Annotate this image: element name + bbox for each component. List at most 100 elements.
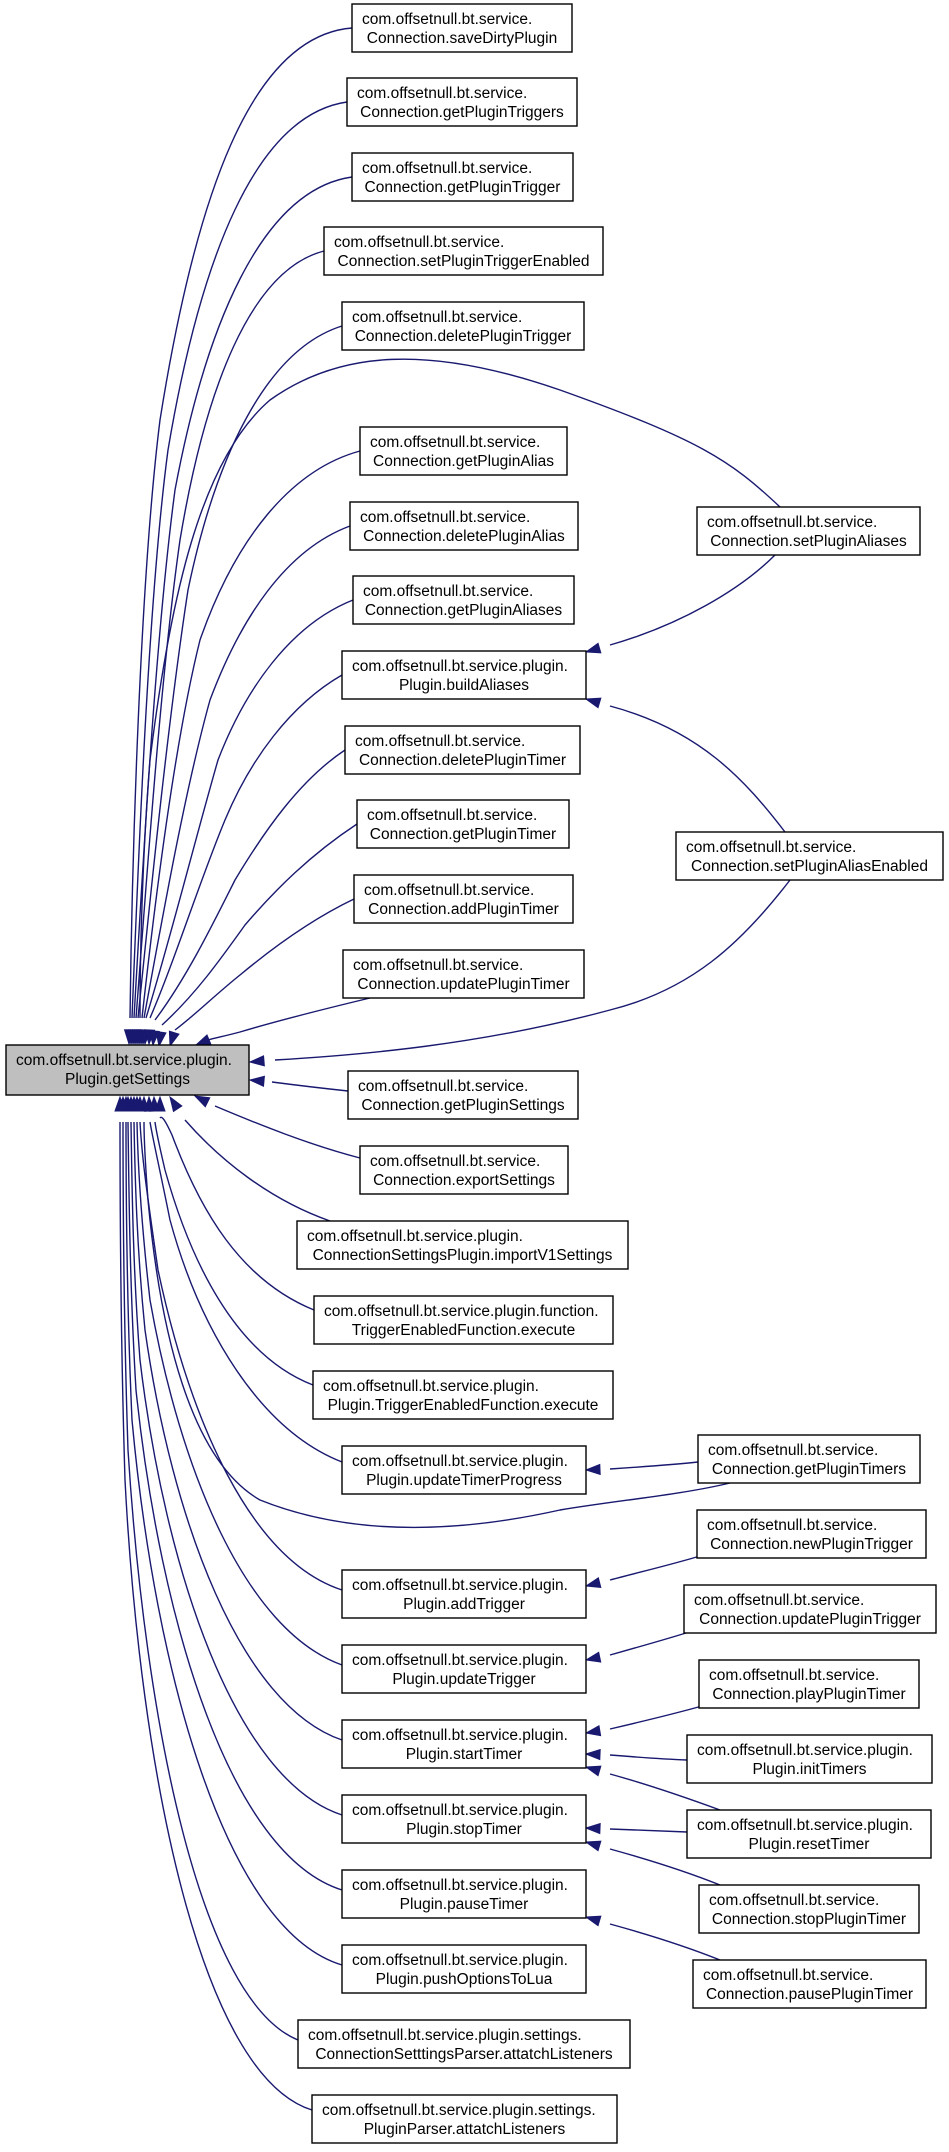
node-box: [686, 1734, 933, 1784]
node-addTrigger[interactable]: com.offsetnull.bt.service.plugin.Plugin.…: [341, 1569, 587, 1619]
node-pausePluginTimer[interactable]: com.offsetnull.bt.service.Connection.pau…: [692, 1959, 927, 2009]
arrowhead: [584, 642, 602, 654]
edge-line: [609, 1923, 721, 1961]
node-buildAliases[interactable]: com.offsetnull.bt.service.plugin.Plugin.…: [341, 650, 587, 700]
node-settingsParserAttatchListeners[interactable]: com.offsetnull.bt.service.plugin.setting…: [297, 2019, 631, 2069]
node-box: [341, 1869, 587, 1919]
node-getPluginAlias[interactable]: com.offsetnull.bt.service.Connection.get…: [359, 426, 568, 476]
node-updateTimerProgress[interactable]: com.offsetnull.bt.service.plugin.Plugin.…: [341, 1445, 587, 1495]
node-resetTimer[interactable]: com.offsetnull.bt.service.plugin.Plugin.…: [686, 1809, 932, 1859]
node-setPluginTriggerEnabled[interactable]: com.offsetnull.bt.service.Connection.set…: [323, 226, 604, 276]
node-getPluginTimers[interactable]: com.offsetnull.bt.service.Connection.get…: [697, 1434, 921, 1484]
node-package-label: com.offsetnull.bt.service.plugin.setting…: [308, 2027, 582, 2044]
node-getPluginTimer[interactable]: com.offsetnull.bt.service.Connection.get…: [356, 799, 570, 849]
node-box: [341, 1794, 587, 1844]
node-deletePluginTimer[interactable]: com.offsetnull.bt.service.Connection.del…: [344, 725, 581, 775]
edge-line: [135, 250, 325, 1019]
node-exportSettings[interactable]: com.offsetnull.bt.service.Connection.exp…: [359, 1145, 569, 1195]
edge-getPluginAliases-to-getSettings: [139, 599, 354, 1046]
node-package-label: com.offsetnull.bt.service.: [370, 434, 540, 451]
node-getPluginTriggers[interactable]: com.offsetnull.bt.service.Connection.get…: [346, 77, 578, 127]
edge-line: [609, 705, 786, 833]
edge-updateTrigger-to-getSettings: [131, 1095, 343, 1666]
edge-line: [207, 997, 371, 1041]
edge-line: [159, 1116, 315, 1311]
node-method-label: Connection.getPluginSettings: [361, 1097, 565, 1114]
node-package-label: com.offsetnull.bt.service.: [363, 583, 533, 600]
node-box: [341, 301, 585, 351]
node-package-label: com.offsetnull.bt.service.: [709, 1667, 879, 1684]
node-initTimers[interactable]: com.offsetnull.bt.service.plugin.Plugin.…: [686, 1734, 933, 1784]
node-box: [696, 506, 921, 556]
node-box: [344, 725, 581, 775]
node-method-label: Plugin.startTimer: [406, 1746, 523, 1763]
node-package-label: com.offsetnull.bt.service.plugin.: [16, 1052, 232, 1069]
node-setPluginAliases[interactable]: com.offsetnull.bt.service.Connection.set…: [696, 506, 921, 556]
node-deletePluginTrigger[interactable]: com.offsetnull.bt.service.Connection.del…: [341, 301, 585, 351]
arrowhead: [193, 1095, 211, 1108]
node-box: [349, 501, 579, 551]
arrowhead: [169, 1095, 183, 1113]
edge-line: [125, 1121, 343, 1966]
edge-line: [609, 1754, 688, 1761]
node-package-label: com.offsetnull.bt.service.: [694, 1592, 864, 1609]
node-updateTrigger[interactable]: com.offsetnull.bt.service.plugin.Plugin.…: [341, 1644, 587, 1694]
node-box: [698, 1884, 920, 1934]
node-box: [341, 1644, 587, 1694]
edge-setPluginTriggerEnabled-to-getSettings: [129, 250, 325, 1046]
edge-exportSettings-to-getSettings: [193, 1095, 361, 1159]
node-method-label: Connection.newPluginTrigger: [710, 1536, 913, 1553]
node-package-label: com.offsetnull.bt.service.plugin.: [307, 1228, 523, 1245]
node-newPluginTrigger[interactable]: com.offsetnull.bt.service.Connection.new…: [696, 1509, 927, 1559]
node-getPluginSettings[interactable]: com.offsetnull.bt.service. Connection.get…: [347, 1070, 579, 1120]
node-box: [341, 1944, 587, 1994]
node-box: [341, 1445, 587, 1495]
node-pluginTriggerEnabledFunctionExecute[interactable]: com.offsetnull.bt.service.plugin.Plugin.…: [312, 1370, 614, 1420]
node-stopTimer[interactable]: com.offsetnull.bt.service.plugin.Plugin.…: [341, 1794, 587, 1844]
node-box: [296, 1220, 629, 1270]
edge-updatePluginTimer-to-getSettings: [194, 997, 371, 1046]
node-package-label: com.offsetnull.bt.service.: [358, 1078, 528, 1095]
edge-newPluginTrigger-to-addTrigger: [584, 1555, 701, 1589]
edge-line: [141, 450, 361, 1019]
nodes-layer: com.offsetnull.bt.service.plugin. Plugin.…: [5, 3, 944, 2144]
root-node[interactable]: com.offsetnull.bt.service.plugin.Plugin.…: [5, 1044, 250, 1096]
node-method-label: Connection.getPluginTriggers: [360, 104, 564, 121]
node-stopPluginTimer[interactable]: com.offsetnull.bt.service.Connection.sto…: [698, 1884, 920, 1934]
edge-importV1Settings-to-getSettings: [169, 1095, 331, 1222]
node-box: [356, 799, 570, 849]
node-playPluginTimer[interactable]: com.offsetnull.bt.service. Connection.pla…: [698, 1659, 920, 1709]
arrowhead: [584, 1915, 602, 1927]
edge-line: [161, 823, 358, 1026]
node-updatePluginTrigger[interactable]: com.offsetnull.bt.service. Connection.upd…: [683, 1584, 937, 1634]
node-triggerEnabledFunctionExecute[interactable]: com.offsetnull.bt.service.plugin.functio…: [313, 1295, 614, 1345]
node-package-label: com.offsetnull.bt.service.: [367, 807, 537, 824]
node-pauseTimer[interactable]: com.offsetnull.bt.service.plugin.Plugin.…: [341, 1869, 587, 1919]
node-pushOptionsToLua[interactable]: com.offsetnull.bt.service.plugin.Plugin.…: [341, 1944, 587, 1994]
edge-pausePluginTimer-to-pauseTimer: [584, 1915, 721, 1961]
node-addPluginTimer[interactable]: com.offsetnull.bt.service.Connection.add…: [353, 874, 574, 924]
node-package-label: com.offsetnull.bt.service.plugin.: [697, 1742, 913, 1759]
edge-line: [119, 1121, 313, 2111]
edge-line: [609, 1555, 701, 1581]
node-setPluginAliasEnabled[interactable]: com.offsetnull.bt.service.Connection.set…: [675, 831, 944, 881]
node-saveDirtyPlugin[interactable]: com.offsetnull.bt.service.Connection.sav…: [351, 3, 573, 53]
node-box: [342, 949, 585, 999]
node-method-label: Connection.updatePluginTrigger: [699, 1611, 921, 1628]
node-package-label: com.offsetnull.bt.service.: [686, 839, 856, 856]
edge-settingsParserAttatchListeners-to-getSettings: [117, 1095, 299, 2041]
node-method-label: Connection.playPluginTimer: [712, 1686, 905, 1703]
node-startTimer[interactable]: com.offsetnull.bt.service.plugin.Plugin.…: [341, 1719, 587, 1769]
edge-line: [609, 1632, 687, 1656]
edge-pluginParserAttatchListeners-to-getSettings: [114, 1095, 313, 2111]
node-package-label: com.offsetnull.bt.service.plugin.: [352, 1652, 568, 1669]
node-updatePluginTimer[interactable]: com.offsetnull.bt.service.Connection.upd…: [342, 949, 585, 999]
node-deletePluginAlias[interactable]: com.offsetnull.bt.service.Connection.del…: [349, 501, 579, 551]
node-getPluginTrigger[interactable]: com.offsetnull.bt.service.Connection.get…: [351, 152, 574, 202]
arrowhead: [248, 1055, 265, 1067]
arrowhead: [155, 1030, 167, 1048]
node-importV1Settings[interactable]: com.offsetnull.bt.service.plugin.Connect…: [296, 1220, 629, 1270]
node-getPluginAliases[interactable]: com.offsetnull.bt.service.Connection.get…: [352, 575, 575, 625]
node-pluginParserAttatchListeners[interactable]: com.offsetnull.bt.service.plugin.setting…: [311, 2094, 618, 2144]
